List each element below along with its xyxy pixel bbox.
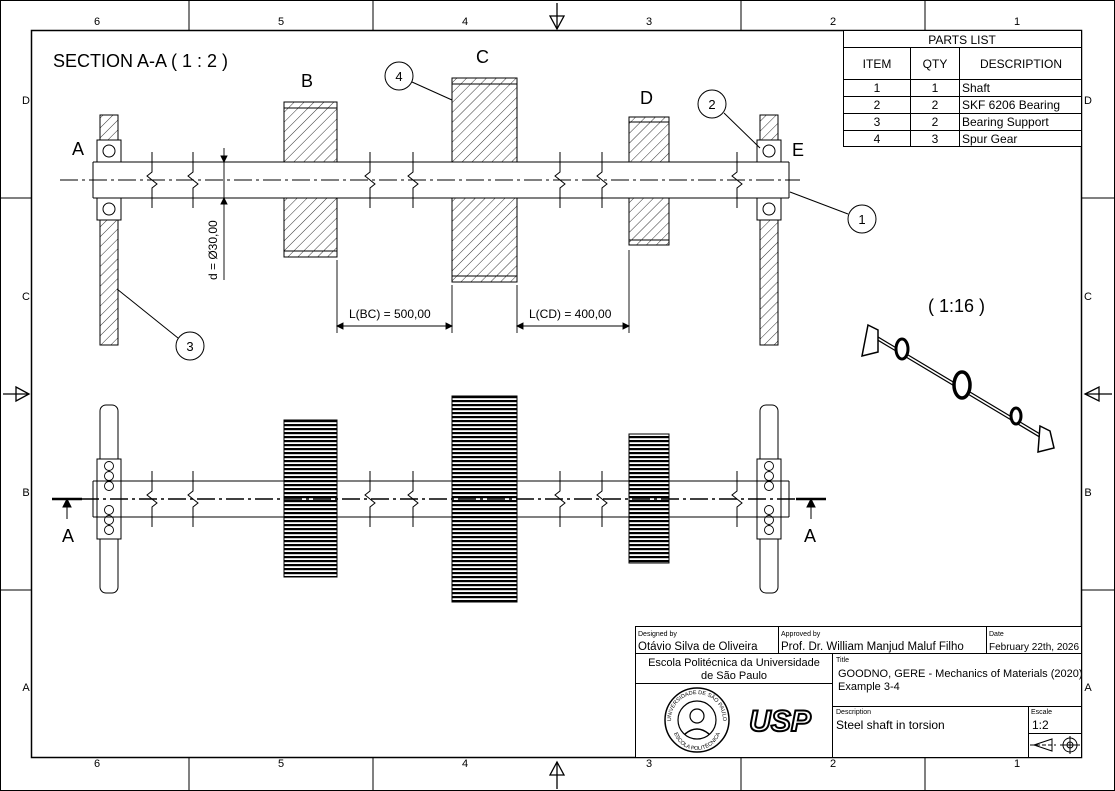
point-c-label: C [476, 47, 489, 67]
balloon-2: 2 [697, 89, 727, 119]
section-cut-arrows [62, 497, 816, 519]
point-b-label: B [301, 71, 313, 91]
diameter-label: d = Ø30,00 [206, 220, 220, 280]
scale-value: 1:2 [1032, 718, 1049, 732]
isometric-view [861, 323, 1055, 453]
row-label-left-A: A [22, 682, 30, 694]
title-label: Title [836, 657, 849, 664]
bearing-left [96, 139, 122, 221]
approved-by-value: Prof. Dr. William Manjud Maluf Filho [781, 641, 964, 653]
school-name-line2: de São Paulo [701, 670, 767, 682]
centering-marks [3, 3, 1112, 789]
parts-row-3-description: Bearing Support [962, 115, 1049, 129]
cut-a-right-label: A [804, 526, 816, 546]
column-label-top-3: 3 [646, 16, 652, 28]
section-view: d = Ø30,00 L(BC) = 500,00 L(CD) = 400,00… [60, 47, 877, 361]
parts-row-2-item: 2 [874, 98, 881, 112]
front-view: A A [52, 395, 826, 603]
column-label-top-4: 4 [462, 16, 468, 28]
column-label-bottom-2: 2 [830, 758, 836, 770]
university-seal-icon: UNIVERSIDADE DE SÃO PAULO ESCOLA POLITÉC… [664, 687, 730, 753]
column-label-top-2: 2 [830, 16, 836, 28]
date-label: Date [989, 631, 1004, 638]
row-label-right-A: A [1084, 682, 1092, 694]
section-title: SECTION A-A ( 1 : 2 ) [53, 51, 228, 71]
usp-logo: USP [749, 705, 812, 738]
projection-symbol-icon [1030, 736, 1080, 754]
parts-list-header-description: DESCRIPTION [980, 57, 1062, 71]
balloon-leaders [116, 81, 849, 339]
column-label-bottom-3: 3 [646, 758, 652, 770]
scale-label: Escale [1031, 709, 1052, 716]
parts-list-title: PARTS LIST [928, 33, 996, 47]
balloon-3-label: 3 [186, 339, 193, 354]
length-cd-label: L(CD) = 400,00 [529, 307, 612, 321]
iso-scale-label: ( 1:16 ) [928, 296, 985, 316]
point-e-label: E [792, 140, 804, 160]
description-label: Description [836, 709, 871, 716]
title-line2: Example 3-4 [838, 681, 900, 693]
description-value: Steel shaft in torsion [836, 718, 945, 732]
parts-list-header-qty: QTY [923, 57, 948, 71]
length-dimensions [335, 250, 631, 333]
column-label-bottom-6: 6 [94, 758, 100, 770]
column-label-bottom-4: 4 [462, 758, 468, 770]
column-label-top-5: 5 [278, 16, 284, 28]
row-label-right-C: C [1084, 291, 1092, 303]
length-bc-label: L(BC) = 500,00 [349, 307, 431, 321]
balloon-4-label: 4 [395, 69, 402, 84]
parts-list-header-item: ITEM [863, 57, 892, 71]
column-label-bottom-1: 1 [1014, 758, 1020, 770]
designed-by-value: Otávio Silva de Oliveira [638, 641, 758, 653]
column-label-bottom-5: 5 [278, 758, 284, 770]
parts-row-1-item: 1 [874, 81, 881, 95]
row-label-right-D: D [1084, 95, 1092, 107]
balloon-4: 4 [384, 61, 414, 91]
cut-a-left-label: A [62, 526, 74, 546]
balloon-1-label: 1 [858, 212, 865, 227]
title-line1: GOODNO, GERE - Mechanics of Materials (2… [838, 668, 1083, 680]
parts-row-3-item: 3 [874, 115, 881, 129]
balloon-1: 1 [847, 204, 877, 234]
row-label-left-C: C [22, 291, 30, 303]
point-d-label: D [640, 88, 653, 108]
point-a-label: A [72, 139, 84, 159]
parts-row-4-qty: 3 [932, 132, 939, 146]
balloon-2-label: 2 [708, 97, 715, 112]
parts-row-2-qty: 2 [932, 98, 939, 112]
date-value: February 22th, 2026 [989, 642, 1079, 653]
shaft-section [92, 152, 790, 208]
parts-row-1-qty: 1 [932, 81, 939, 95]
title-block: Designed by Otávio Silva de Oliveira App… [635, 626, 1083, 758]
parts-row-1-description: Shaft [962, 81, 991, 95]
balloon-3: 3 [175, 331, 205, 361]
row-label-left-B: B [22, 487, 29, 499]
parts-list: PARTS LIST ITEM QTY DESCRIPTION 1 1 Shaft 2… [843, 30, 1082, 147]
designed-by-label: Designed by [638, 631, 677, 638]
parts-row-3-qty: 2 [932, 115, 939, 129]
parts-row-2-description: SKF 6206 Bearing [962, 98, 1060, 112]
column-label-top-1: 1 [1014, 16, 1020, 28]
diameter-dimension [220, 148, 228, 280]
row-label-left-D: D [22, 95, 30, 107]
approved-by-label: Approved by [781, 631, 821, 638]
bearing-right [756, 139, 782, 221]
inner-border [30, 29, 1083, 759]
row-label-right-B: B [1084, 487, 1091, 499]
column-label-top-6: 6 [94, 16, 100, 28]
parts-row-4-item: 4 [874, 132, 881, 146]
parts-row-4-description: Spur Gear [962, 132, 1017, 146]
school-name-line1: Escola Politécnica da Universidade [648, 657, 820, 669]
